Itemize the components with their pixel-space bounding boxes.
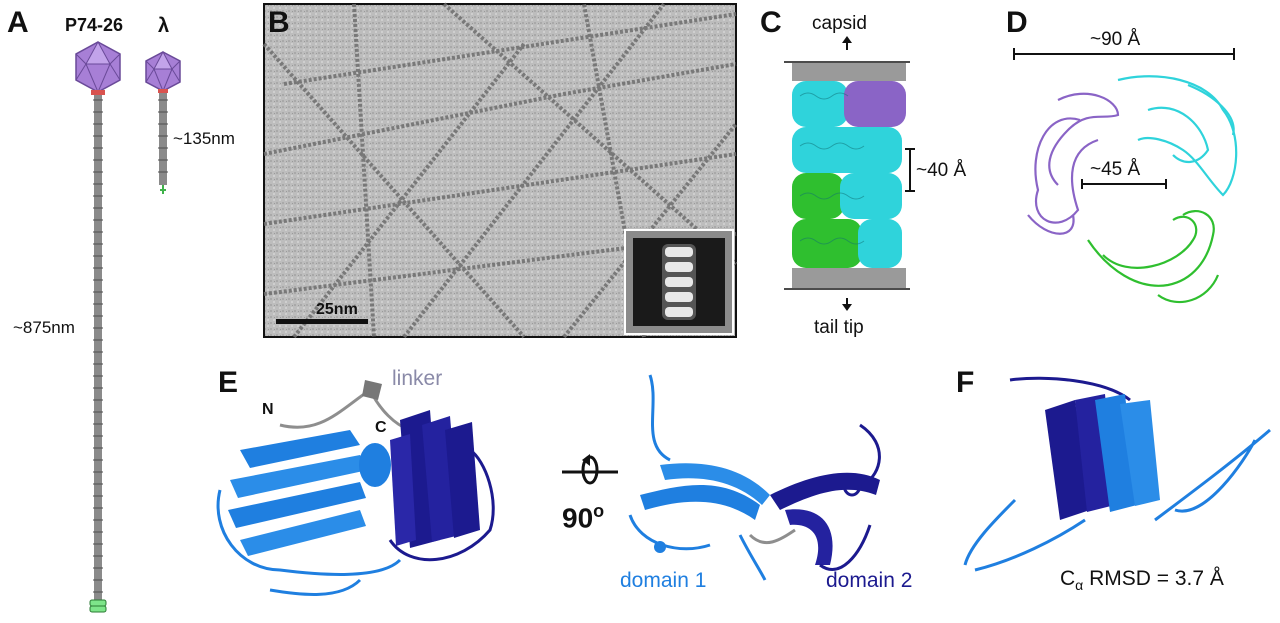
panel-f-letter: F	[956, 366, 975, 399]
panel-e-letter: E	[218, 366, 239, 399]
linker-label: linker	[392, 367, 443, 390]
tail-tip-label: tail tip	[814, 317, 864, 338]
n-terminus-label: N	[262, 401, 274, 418]
inner-diameter-bar	[1081, 179, 1167, 189]
p74-length-label: ~875nm	[13, 318, 75, 337]
rmsd-label: Cα RMSD = 3.7 Å	[1060, 568, 1224, 592]
p74-tail-stripes	[93, 99, 103, 593]
rmsd-value: RMSD = 3.7 Å	[1083, 567, 1224, 590]
panel-a-letter: A	[7, 6, 29, 39]
rotate-icon	[562, 454, 618, 485]
overlay-domain1	[963, 394, 1271, 572]
scale-bar	[276, 319, 368, 324]
ring-top-view	[1013, 48, 1238, 304]
rotation-unit: o	[593, 501, 605, 521]
domain1-ribbon	[216, 430, 402, 596]
tail-tube-density	[784, 36, 915, 311]
p74-tail-tip	[89, 599, 107, 613]
rotation-label: 90o	[562, 502, 604, 532]
rmsd-subscript: α	[1075, 577, 1084, 594]
spacing-label: ~40 Å	[916, 160, 967, 181]
lambda-portal	[158, 89, 168, 93]
side-domain2	[770, 423, 881, 571]
scale-bar-label: 25nm	[316, 301, 358, 318]
outer-diameter-label: ~90 Å	[1090, 29, 1141, 50]
inner-diameter-label: ~45 Å	[1090, 159, 1141, 180]
p74-portal	[91, 90, 105, 95]
side-domain1	[628, 374, 770, 581]
lambda-tail	[159, 93, 167, 185]
lambda-tail-stripes	[158, 99, 168, 173]
density-rings	[792, 81, 906, 268]
c-terminus-label: C	[375, 419, 387, 436]
outer-diameter-bar	[1013, 48, 1235, 60]
rotation-value: 90	[562, 502, 594, 534]
p74-tail	[94, 95, 102, 600]
tail-tip-arrow-icon	[842, 298, 852, 311]
phage1-name: P74-26	[65, 15, 124, 35]
p74-capsid	[75, 40, 121, 94]
capsid-label: capsid	[812, 13, 867, 34]
side-linker	[748, 528, 796, 545]
lambda-tail-fiber	[160, 185, 166, 194]
protein-ribbon-front	[216, 380, 495, 596]
linker-ribbon	[279, 387, 411, 432]
phage2-name: λ	[158, 15, 170, 37]
cryo-em-micrograph	[262, 2, 738, 339]
spacing-bracket	[905, 148, 915, 192]
panel-b-letter: B	[268, 6, 290, 39]
phage-schematic	[75, 40, 181, 613]
panel-c-letter: C	[760, 6, 782, 39]
panel-d-letter: D	[1006, 6, 1028, 39]
domain2-label: domain 2	[826, 569, 913, 592]
structure-overlay	[963, 376, 1271, 572]
density-texture	[799, 92, 865, 245]
capsid-arrow-icon	[842, 36, 852, 50]
class-average-inset	[624, 229, 734, 335]
lambda-length-label: ~135nm	[173, 129, 235, 148]
protein-ribbon-side	[628, 374, 881, 581]
domain1-label: domain 1	[620, 569, 707, 592]
lambda-capsid	[145, 50, 181, 93]
domain2-ribbon	[388, 410, 495, 562]
ring-segments	[1027, 75, 1238, 304]
rmsd-prefix: C	[1060, 567, 1076, 590]
